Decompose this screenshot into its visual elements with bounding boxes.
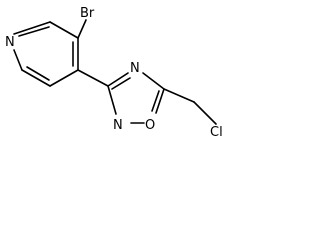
bond-c5-ch2 — [163, 88, 195, 103]
chemical-structure: Br N N N O Cl — [5, 6, 223, 140]
bond-ring-link — [77, 69, 109, 87]
bond-n2-c3 — [107, 85, 117, 115]
bond-c5-o1-inner — [151, 90, 160, 112]
bond-c3-n4 — [107, 72, 129, 87]
atom-label-n-oxadiazole-2: N — [113, 118, 123, 133]
bond-n4-c5 — [142, 72, 165, 90]
pyridine-ring — [13, 21, 79, 87]
bond-c1-c2 — [49, 21, 79, 39]
bond-c3-n4-inner — [111, 77, 131, 90]
bond-c5-o1 — [155, 88, 165, 114]
atom-label-cl: Cl — [210, 125, 223, 140]
bond-n-c1 — [13, 21, 51, 35]
bond-c5-n — [13, 49, 23, 71]
bond-c3-c4 — [49, 69, 79, 87]
bond-c4-c5 — [21, 69, 51, 87]
atom-label-br: Br — [80, 6, 95, 21]
atom-label-o-oxadiazole: O — [145, 118, 155, 133]
bond-c2-br — [77, 19, 87, 39]
bond-c4-c5-inner — [26, 66, 50, 81]
atom-label-n-pyridine: N — [5, 35, 15, 50]
bond-ch2-cl — [193, 101, 217, 125]
atom-label-n-oxadiazole-4: N — [130, 61, 140, 76]
oxadiazole-ring — [107, 72, 165, 124]
bond-n-c1-inner — [18, 26, 50, 37]
